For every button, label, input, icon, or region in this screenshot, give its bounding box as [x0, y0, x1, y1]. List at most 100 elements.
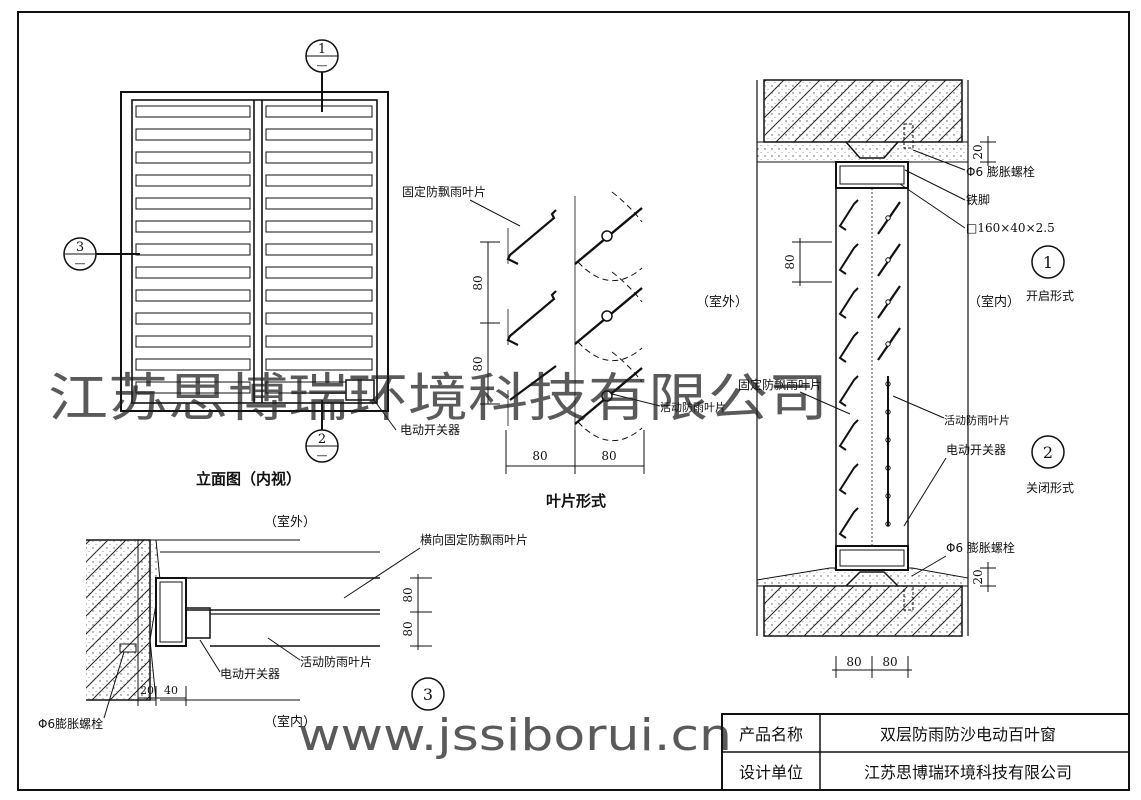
- hsec-mark-3: [411, 677, 445, 711]
- elevation-slat: [265, 151, 373, 164]
- blade-dim-1: 80: [471, 275, 485, 290]
- movable-blades: [574, 191, 643, 442]
- elevation-slat: [135, 312, 251, 325]
- mode-mark-1-num: 1: [1043, 253, 1053, 272]
- elevation-switch-label: 电动开关器: [400, 423, 460, 437]
- section-mark-3-sub: —: [75, 257, 86, 270]
- section-fixed-blade: [838, 375, 859, 407]
- elevation-slat: [135, 243, 251, 256]
- mode-mark-2: [1031, 435, 1065, 469]
- elevation-slat: [265, 266, 373, 279]
- bottom-dim-2: 80: [882, 655, 897, 669]
- section-mark-3-num: 3: [76, 240, 84, 255]
- elevation-slat: [135, 174, 251, 187]
- bottom-dim-1: 80: [846, 655, 861, 669]
- section-mark-2-sub: —: [317, 449, 328, 462]
- product-name-label: 产品名称: [739, 725, 803, 744]
- dim-20-top: 20: [971, 144, 985, 159]
- elevation-slat: [135, 266, 251, 279]
- elevation-slat: [135, 358, 251, 371]
- blade-pivot: [601, 230, 613, 242]
- vertical-section: Φ6 膨胀螺栓 铁脚 □160×40×2.5 20 20 80 80 80 （室…: [696, 79, 1074, 678]
- elevation-slat: [265, 220, 373, 233]
- sheet-border: [17, 11, 1130, 791]
- elevation-slat: [265, 174, 373, 187]
- blade-swing-arc: [611, 351, 643, 383]
- elevation-slat: [265, 358, 373, 371]
- hsec-bolt: [119, 643, 137, 653]
- product-name-value: 双层防雨防沙电动百叶窗: [880, 725, 1056, 744]
- blade-swing-arc: [577, 341, 643, 362]
- open-mode-label: 开启形式: [1026, 289, 1074, 303]
- hsec-mark-3-num: 3: [423, 685, 433, 704]
- iron-foot-label: 铁脚: [966, 192, 990, 207]
- blade-dim-4: 80: [601, 449, 616, 463]
- elevation-slats: [135, 105, 373, 394]
- fixed-blades: [506, 209, 557, 426]
- watermark-url: www.jssiborui.cn: [298, 710, 732, 761]
- hsec-inside: （室内）: [264, 714, 316, 730]
- elevation-slat: [265, 128, 373, 141]
- section-mark-2-num: 2: [318, 432, 326, 447]
- elevation-slat: [135, 197, 251, 210]
- dim-80-vertical: 80: [783, 254, 797, 269]
- hsec-dim-40: 40: [164, 684, 178, 697]
- fixed-blade: [506, 290, 557, 346]
- blade-fixed-label: 固定防飘雨叶片: [402, 184, 486, 199]
- blade-detail: 固定防飘雨叶片 80 80 80 80 活动防雨叶片 叶片形式: [402, 184, 726, 510]
- hsec-frame: [155, 577, 187, 647]
- designer-label: 设计单位: [739, 763, 803, 782]
- elevation-slat: [135, 335, 251, 348]
- mode-mark-2-num: 2: [1043, 443, 1053, 462]
- elevation-slat: [135, 381, 251, 394]
- hsec-fixed-label: 横向固定防飘雨叶片: [420, 532, 528, 547]
- hsec-outside: （室外）: [264, 514, 316, 530]
- frame-size-label: □160×40×2.5: [966, 221, 1055, 235]
- section-fixed-blade: [838, 331, 859, 363]
- blade-pivot: [601, 390, 613, 402]
- blade-pivot: [601, 310, 613, 322]
- section-fixed-blade: [838, 463, 859, 495]
- elevation-slat: [265, 289, 373, 302]
- vsec-fixed-label: 固定防飘雨叶片: [738, 377, 822, 392]
- bolt-label-bottom: Φ6 膨胀螺栓: [946, 540, 1015, 555]
- hsec-bolt-label: Φ6膨胀螺栓: [38, 716, 103, 731]
- hsec-dim-20: 20: [140, 684, 154, 697]
- section-blade-pivot: [885, 341, 891, 347]
- blade-swing-arc: [611, 191, 643, 223]
- section-blade-pivot: [885, 215, 891, 221]
- hsec-dim-1: 80: [401, 587, 415, 602]
- section-blade-pivot: [885, 257, 891, 263]
- elevation-slat: [265, 243, 373, 256]
- electric-switch-box: [345, 379, 375, 401]
- title-block: 产品名称 双层防雨防沙电动百叶窗 设计单位 江苏思博瑞环境科技有限公司: [721, 713, 1130, 791]
- section-fixed-blade: [838, 507, 859, 539]
- blade-swing-arc: [577, 421, 643, 442]
- section-fixed-blade: [838, 287, 859, 319]
- elevation-slat: [265, 335, 373, 348]
- elevation-view: 电动开关器 1 — 2 — 3 — 立面图（内视）: [63, 39, 460, 488]
- hsec-movable-label: 活动防雨叶片: [300, 654, 372, 669]
- mode-mark-1: [1031, 245, 1065, 279]
- blade-dim-3: 80: [532, 449, 547, 463]
- blade-dim-2: 80: [471, 356, 485, 371]
- section-fixed-blade: [838, 199, 859, 231]
- section-mark-1-sub: —: [317, 59, 328, 72]
- designer-value: 江苏思博瑞环境科技有限公司: [864, 763, 1072, 782]
- elevation-slat: [135, 220, 251, 233]
- vsec-movable-label: 活动防雨叶片: [944, 413, 1010, 427]
- vsec-outside: （室外）: [696, 294, 748, 310]
- elevation-slat: [135, 105, 251, 118]
- blade-swing-arc: [577, 261, 643, 282]
- elevation-slat: [265, 105, 373, 118]
- blade-movable-label: 活动防雨叶片: [660, 400, 726, 414]
- hsec-switch-label: 电动开关器: [220, 667, 280, 681]
- elevation-slat: [265, 197, 373, 210]
- fixed-blade: [509, 365, 557, 401]
- blade-caption: 叶片形式: [546, 492, 606, 510]
- blade-swing-arc: [611, 271, 643, 303]
- section-fixed-blade: [838, 243, 859, 275]
- vsec-inside: （室内）: [968, 294, 1020, 310]
- elevation-caption: 立面图（内视）: [196, 470, 301, 488]
